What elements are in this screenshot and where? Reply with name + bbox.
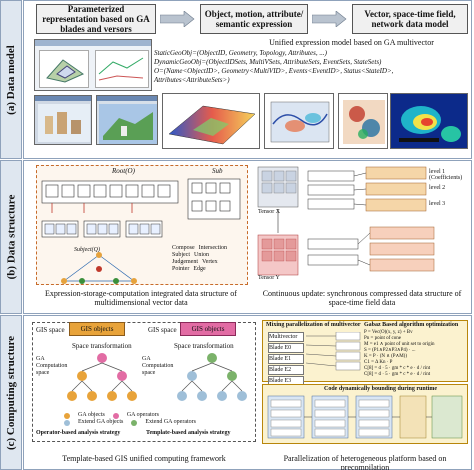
field-visualization [264,93,334,149]
formula-line: O=(Name<ObjectID>, Geometry<MultiVID>, E… [154,67,394,75]
parallel-links [306,332,361,371]
sub-node [187,178,241,220]
root-label: Root(O) [112,167,135,175]
gis-space-label: GIS space [36,326,65,334]
legend-item: GA operators [126,412,160,418]
row-item: Multivector [268,332,304,342]
section-label-computing-structure: (c) Computing structure [0,315,22,470]
tensor-label: Tensor X [258,209,281,215]
row-item: Blade E1 [268,354,304,364]
gis-objects-box: GIS objects [180,322,236,336]
blades-versors-box: Parameterized representation based on GA… [36,4,156,34]
legend-item: Pointer [172,266,190,272]
row-item: Blade E2 [268,365,304,375]
legend-item: Edge [193,266,206,272]
box-label: Vector, space-time field, network data m… [364,9,456,29]
operator-tree [67,353,137,401]
caption: Continuous update: synchronous compresse… [262,289,462,307]
section-title: (c) Computing structure [5,335,17,450]
caption: Template-based GIS unified computing fra… [62,454,226,463]
legend-item: Union [194,252,209,258]
level-label: level 1 (Coefficients) [429,169,463,181]
software-screenshot [34,95,92,145]
computation-space-label: GA Computation space [142,356,174,376]
arrow-icon [312,11,347,27]
model-title: Unified expression model based on GA mul… [269,38,434,47]
section-title: (a) Data model [5,44,17,115]
section-title: (b) Data structure [5,194,18,280]
legend-item: Subject [172,252,190,258]
data-model-panel: Parameterized representation based on GA… [23,0,472,159]
box-label: Parameterized representation based on GA… [42,4,150,34]
computing-structure-panel: GIS space GIS objects GIS space GIS obje… [23,315,472,470]
legend-item: Vertex [202,259,218,265]
formula-line: DynamicGeoObj=(ObjectIDSets, MultiVSets,… [154,58,382,66]
box-label: Object, motion, attribute/ semantic expr… [204,9,304,29]
gis-objects-box: GIS objects [69,322,125,336]
sub-label: Sub [212,167,223,175]
vector-network-box: Vector, space-time field, network data m… [352,4,468,34]
child-nodes [41,220,163,238]
transformation-label: Space transformation [174,342,234,350]
level-label: level 2 [429,185,446,191]
runtime-title: Code dynamically bounding during runtime [324,386,438,392]
legend-item: Extend GA objects [78,419,124,425]
formula-line: C[8] = d · 5 · gm * c * e · d / rint [364,372,431,377]
compressed-structure-diagram [257,166,435,276]
subject-label: Subject(Q) [74,247,100,253]
algorithm-formulas: P = Vec(O)(x, y, z) + Bv Pn = point of c… [364,330,466,378]
legend-item: Judgement [172,259,198,265]
legend-item: GA objects [78,412,105,418]
arrow-icon [160,11,195,27]
software-screenshot [34,39,152,91]
formula-line: Attributes<AttributeSets>) [154,76,230,84]
level-label: level 3 [429,201,446,207]
formula-line: C1 = Δ Kn · P [364,360,393,365]
formula-line: C[8] = d · 5 · gm * c * e · d / rint [364,366,431,371]
caption: Parallelization of heterogeneous platfor… [283,454,447,470]
formula-line: P = Vec(O)(x, y, z) + Bv [364,330,413,335]
model-formulas: StaticGeoObj=(ObjectID, Geometry, Topolo… [154,49,470,85]
row-item: Blade E0 [268,343,304,353]
section-label-data-model: (a) Data model [0,0,22,159]
section-label-data-structure: (b) Data structure [0,160,22,314]
legend-item: Extend GA operators [145,419,196,425]
heatmap-visualization [390,93,468,149]
template-tree [177,353,247,401]
gabased-title: Gabaz Based algorithm optimization [364,322,459,328]
framework-diagram [32,322,256,442]
subject-graph [61,252,137,284]
software-screenshot [96,95,158,145]
strategy-label: Template-based analysis strategy [146,430,231,436]
formula-line: Pn = point of cone [364,336,401,341]
strategy-label: Operator-based analysis strategy [36,430,121,436]
object-motion-box: Object, motion, attribute/ semantic expr… [200,4,308,34]
gis-space-label: GIS space [148,326,177,334]
computing-legend: GA objects GA operators Extend GA object… [64,412,250,426]
field-visualization [162,93,260,149]
transformation-label: Space transformation [72,342,132,350]
root-nodes [41,180,179,213]
legend-item: Compose [172,245,195,251]
computation-space-label: GA Computation space [36,356,68,376]
formula-line: StaticGeoObj=(ObjectID, Geometry, Topolo… [154,49,327,57]
caption: Expression-storage-computation integrate… [45,289,237,307]
runtime-blocks [267,395,463,439]
legend-item: Intersection [198,245,227,251]
multivector-rows: Multivector Blade E0 Blade E1 Blade E2 B… [268,332,304,387]
mixing-title: Mixing parallelization of multivector [266,322,361,328]
formula-line: K = P · (N ∧ (P∧M)) [364,354,408,359]
formula-line: M = e1 ∧ point of unit set to origin [364,342,435,347]
formula-line: S = (P1∧P2∧P3∧P4) · ... [364,348,416,353]
tensor-label: Tensor Y [258,275,280,281]
field-visualization [338,93,388,149]
